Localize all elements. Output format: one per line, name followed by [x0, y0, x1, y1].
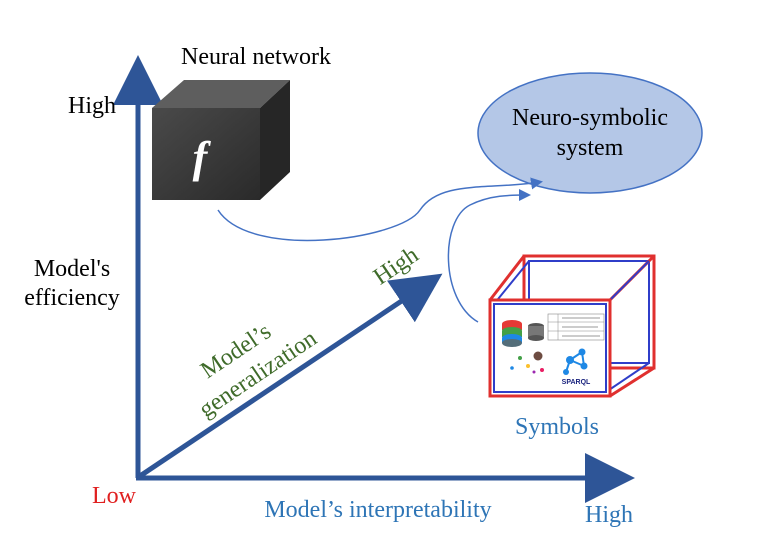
- generalization-axis: [138, 273, 443, 479]
- neural-network-cube-icon: [152, 80, 290, 200]
- symbols-to-neurosymbolic-curve: [447, 189, 531, 323]
- colored-dots-icon: [510, 351, 544, 374]
- sparql-icon: [563, 348, 588, 375]
- origin-low-label: Low: [92, 483, 137, 509]
- neuro-symbolic-ellipse: [477, 72, 703, 194]
- y-axis-label-line2: efficiency: [24, 285, 120, 311]
- x-axis-label: Model’s interpretability: [264, 497, 491, 523]
- neuro-symbolic-label-line2: system: [557, 135, 624, 161]
- neural-to-neurosymbolic-curve: [217, 177, 543, 242]
- data-table-icon: [547, 313, 605, 341]
- y-axis-high-label: High: [68, 93, 116, 119]
- generalization-high-label: High: [369, 242, 423, 290]
- cube-front-face: [152, 108, 260, 200]
- neuro-symbolic-label-line1: Neuro-symbolic: [512, 105, 668, 131]
- y-axis-label-line1: Model's: [34, 256, 110, 282]
- neural-network-label: Neural network: [181, 44, 331, 70]
- cube-top-face: [152, 80, 290, 108]
- database-icon: [502, 320, 522, 347]
- cylinder-icon: [528, 323, 544, 341]
- function-symbol: f: [193, 133, 212, 182]
- symbols-label: Symbols: [515, 414, 599, 440]
- sparql-label: SPARQL: [562, 379, 591, 386]
- x-axis-high-label: High: [585, 502, 633, 528]
- cube-side-face: [260, 80, 290, 200]
